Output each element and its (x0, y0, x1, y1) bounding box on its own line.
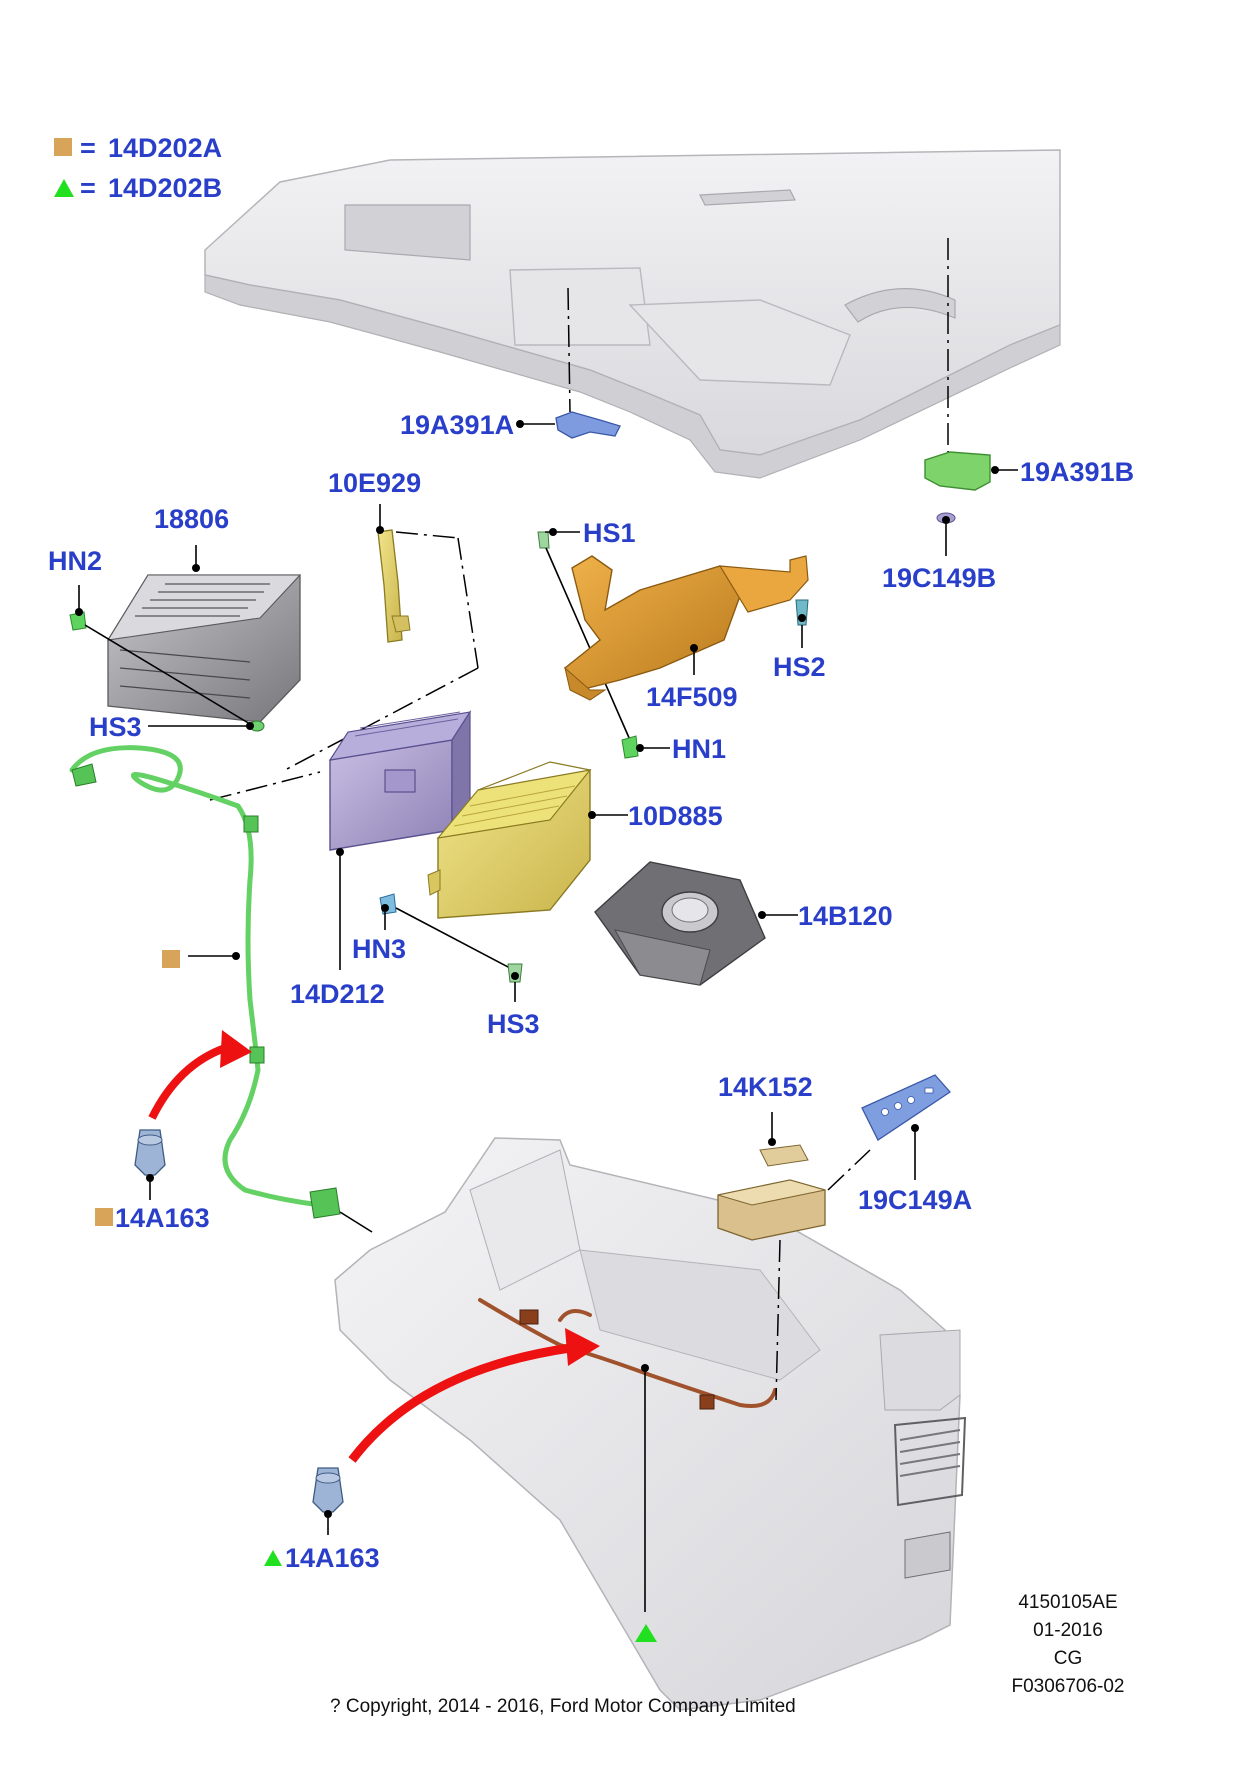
legend-code: 14D202A (108, 133, 222, 163)
legend-code: 14D202B (108, 173, 222, 203)
legend-item-triangle: = 14D202B (54, 173, 222, 203)
marker-14D202A-square (162, 950, 180, 968)
part-HS1-screw (537, 531, 550, 549)
label-14A163-top: 14A163 (115, 1203, 210, 1233)
label-HN3: HN3 (352, 934, 406, 964)
label-18806: 18806 (154, 504, 229, 534)
part-19A391A-clip (555, 287, 621, 439)
label-14D212: 14D212 (290, 979, 385, 1009)
copyright-notice: ? Copyright, 2014 - 2016, Ford Motor Com… (330, 1696, 796, 1717)
label-14A163-bottom: 14A163 (285, 1543, 380, 1573)
label-19C149B: 19C149B (882, 563, 996, 593)
part-14F509-bracket (564, 555, 809, 701)
label-HS3-top: HS3 (89, 712, 142, 742)
label-14K152: 14K152 (718, 1072, 813, 1102)
label-HS2: HS2 (773, 652, 826, 682)
reference-initials: CG (1054, 1648, 1083, 1669)
reference-figure: F0306706-02 (1011, 1676, 1124, 1697)
centre-console-illustration (334, 1137, 967, 1711)
triangle-marker-icon (264, 1550, 282, 1566)
label-10E929: 10E929 (328, 468, 421, 498)
red-arrow-bottom (348, 1328, 600, 1463)
square-marker-icon (95, 1208, 113, 1226)
part-14D212-module (328, 709, 472, 851)
red-arrow-top (148, 1030, 252, 1120)
label-19A391A: 19A391A (400, 410, 514, 440)
part-18806-unit (106, 574, 302, 723)
part-14K152-module (717, 1144, 871, 1401)
part-19A391B-bracket (924, 238, 991, 491)
legend-sep: = (80, 173, 96, 203)
marker-14D202B-triangle (635, 1624, 657, 1642)
label-19C149A: 19C149A (858, 1185, 972, 1215)
headliner-illustration (204, 149, 1061, 479)
reference-code: 4150105AE (1018, 1592, 1117, 1613)
triangle-marker-icon (54, 179, 74, 197)
label-HS1: HS1 (583, 518, 636, 548)
part-14B120-control-panel (594, 861, 766, 986)
part-HN1-clip (621, 735, 639, 759)
reference-date: 01-2016 (1033, 1620, 1103, 1641)
label-HN1: HN1 (672, 734, 726, 764)
part-10E929-bracket (284, 529, 479, 771)
label-10D885: 10D885 (628, 801, 723, 831)
label-HS3-bottom: HS3 (487, 1009, 540, 1039)
harness-14D202A (69, 745, 373, 1233)
label-14F509: 14F509 (646, 682, 738, 712)
square-marker-icon (54, 138, 72, 156)
reference-block: 4150105AE 01-2016 CG F0306706-02 (1011, 1592, 1124, 1697)
legend-item-square: = 14D202A (54, 133, 222, 163)
label-HN2: HN2 (48, 546, 102, 576)
part-14A163-pin-top (134, 1129, 166, 1176)
legend: = 14D202A = 14D202B (54, 133, 222, 203)
label-14B120: 14B120 (798, 901, 893, 931)
part-10D885-module (427, 761, 592, 919)
part-19C149A-panel (861, 1074, 951, 1141)
label-19A391B: 19A391B (1020, 457, 1134, 487)
part-14A163-pin-bottom (312, 1467, 344, 1513)
legend-sep: = (80, 133, 96, 163)
